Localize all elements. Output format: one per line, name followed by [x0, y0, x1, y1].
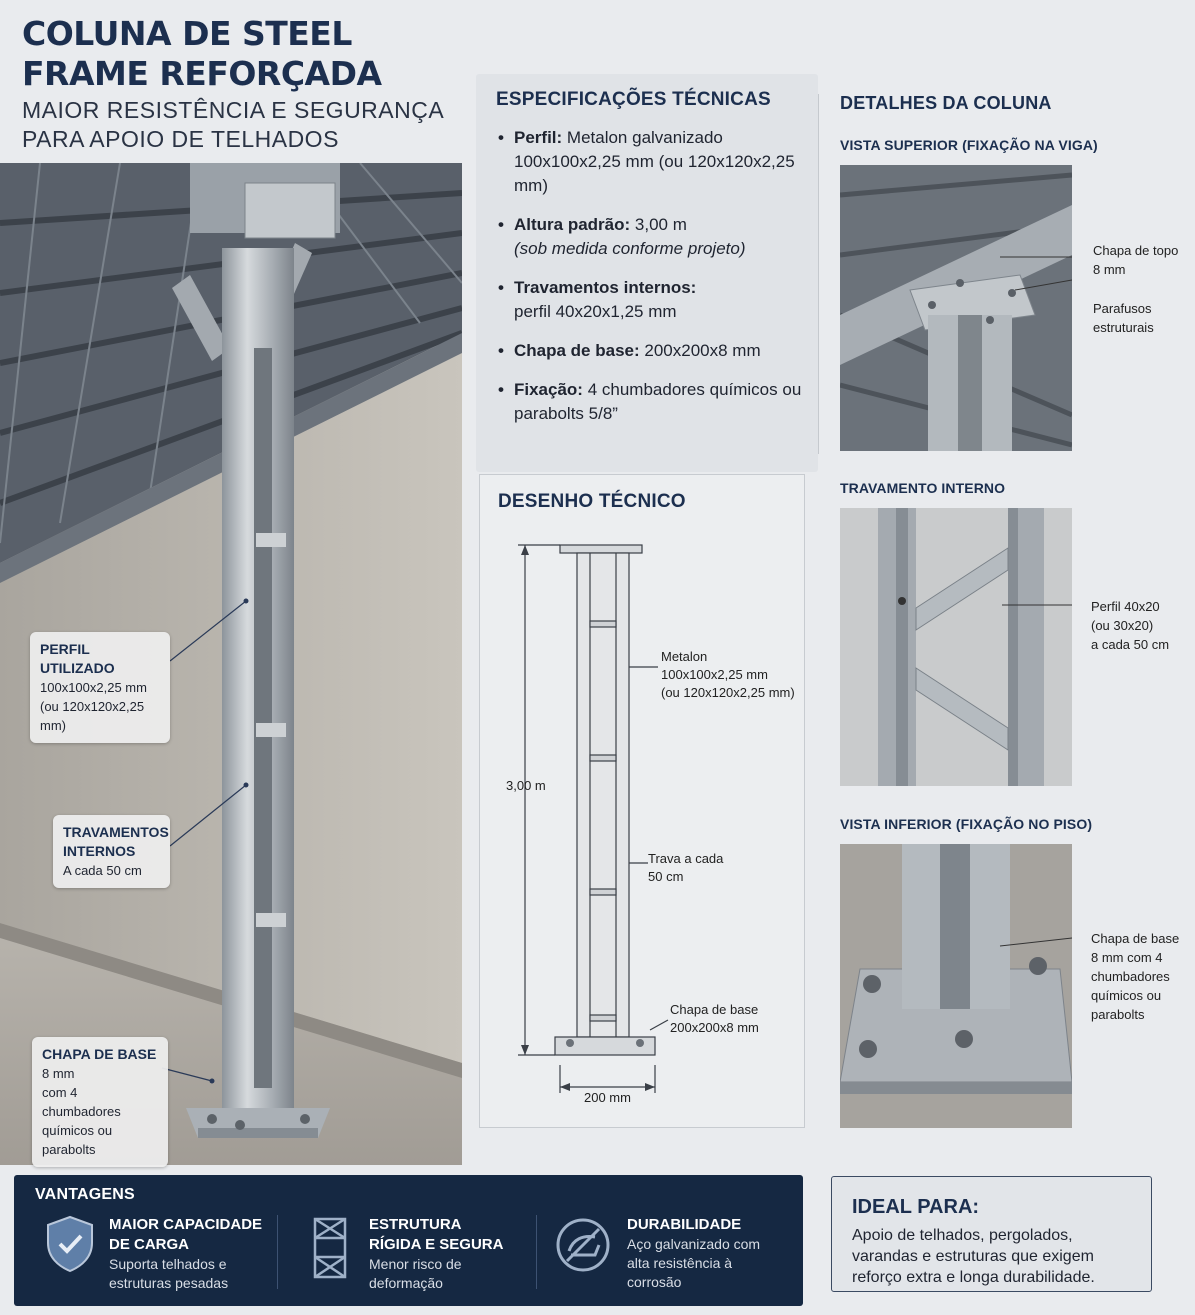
callout-chapa-base: CHAPA DE BASE 8 mm com 4 chumbadores quí…: [32, 1037, 168, 1167]
spec-item-travamentos: Travamentos internos: perfil 40x20x1,25 …: [498, 276, 808, 324]
internal-bracing-note: Perfil 40x20(ou 30x20)a cada 50 cm: [1091, 599, 1170, 652]
top-view-heading: VISTA SUPERIOR (FIXAÇÃO NA VIGA): [840, 137, 1098, 153]
advantage-durability: DURABILIDADE Aço galvanizado com alta re…: [627, 1216, 761, 1290]
callout-chapa-line2: com 4 chumbadores: [42, 1085, 121, 1119]
technical-drawing-svg: [518, 544, 669, 1093]
base-plate-label: Chapa de base 200x200x8 mm: [670, 1002, 759, 1035]
internal-bracing-image: [840, 508, 1072, 786]
bottom-view-heading: VISTA INFERIOR (FIXAÇÃO NO PISO): [840, 816, 1093, 832]
bottom-view-illustration: [840, 844, 1072, 1128]
internal-bracing-illustration: [840, 508, 1072, 786]
callout-travamentos: TRAVAMENTOS INTERNOS A cada 50 cm: [53, 815, 170, 888]
advantage-rigid-structure: ESTRUTURA RÍGIDA E SEGURA Menor risco de…: [369, 1216, 504, 1291]
advantage-divider-1: [277, 1215, 278, 1289]
specs-panel: ESPECIFICAÇÕES TÉCNICAS Perfil: Metalon …: [476, 74, 818, 472]
callout-travamentos-line1: A cada 50 cm: [63, 863, 142, 878]
trava-label: Trava a cada 50 cm: [648, 851, 724, 884]
callout-chapa-line3: químicos ou parabolts: [42, 1123, 113, 1157]
callout-perfil-line2: (ou 120x120x2,25 mm): [40, 699, 145, 733]
column-photo-illustration: [0, 163, 462, 1165]
metalon-label: Metalon 100x100x2,25 mm (ou 120x120x2,25…: [661, 649, 795, 700]
callout-perfil-line1: 100x100x2,25 mm: [40, 680, 147, 695]
callout-chapa-heading: CHAPA DE BASE: [42, 1046, 157, 1062]
ideal-for-heading: IDEAL PARA:: [852, 1196, 980, 1218]
details-heading: DETALHES DA COLUNA: [840, 93, 1052, 113]
frame-structure-icon: [313, 1217, 347, 1279]
specs-list: Perfil: Metalon galvanizado 100x100x2,25…: [498, 126, 808, 441]
spec-item-chapa: Chapa de base: 200x200x8 mm: [498, 339, 808, 363]
width-dimension-label: 200 mm: [584, 1090, 631, 1105]
shield-icon: [47, 1215, 93, 1273]
page-title: COLUNA DE STEEL FRAME REFORÇADA: [22, 14, 382, 93]
column-photo: [0, 163, 462, 1165]
spec-item-fixacao: Fixação: 4 chumbadores químicos ou parab…: [498, 378, 808, 426]
technical-drawing-heading: DESENHO TÉCNICO: [498, 491, 686, 512]
spec-item-perfil: Perfil: Metalon galvanizado 100x100x2,25…: [498, 126, 808, 198]
top-view-image: [840, 165, 1072, 451]
details-divider: [818, 94, 819, 454]
top-view-illustration: [840, 165, 1072, 451]
advantage-load-capacity: MAIOR CAPACIDADE DE CARGA Suporta telhad…: [109, 1216, 263, 1291]
spec-item-altura: Altura padrão: 3,00 m(sob medida conform…: [498, 213, 808, 261]
height-dimension-label: 3,00 m: [506, 778, 546, 793]
durability-icon: [556, 1218, 610, 1272]
callout-perfil-heading: PERFIL UTILIZADO: [40, 641, 115, 676]
callout-chapa-line1: 8 mm: [42, 1066, 75, 1081]
ideal-for-panel: IDEAL PARA: Apoio de telhados, pergolado…: [831, 1176, 1152, 1292]
ideal-for-text: Apoio de telhados, pergolados, varandas …: [852, 1227, 1095, 1286]
specs-heading: ESPECIFICAÇÕES TÉCNICAS: [496, 89, 771, 110]
bottom-view-image: [840, 844, 1072, 1128]
advantage-divider-2: [536, 1215, 537, 1289]
advantages-heading: VANTAGENS: [35, 1186, 135, 1203]
page-subtitle: MAIOR RESISTÊNCIA E SEGURANÇA PARA APOIO…: [22, 97, 443, 152]
technical-drawing-panel: DESENHO TÉCNICO: [479, 474, 805, 1128]
callout-travamentos-heading: TRAVAMENTOS INTERNOS: [63, 824, 169, 859]
callout-perfil-utilizado: PERFIL UTILIZADO 100x100x2,25 mm (ou 120…: [30, 632, 170, 743]
internal-bracing-heading: TRAVAMENTO INTERNO: [840, 480, 1006, 496]
advantages-panel: VANTAGENS MAIOR CAPACIDADE DE CARGA Supo…: [14, 1175, 803, 1306]
